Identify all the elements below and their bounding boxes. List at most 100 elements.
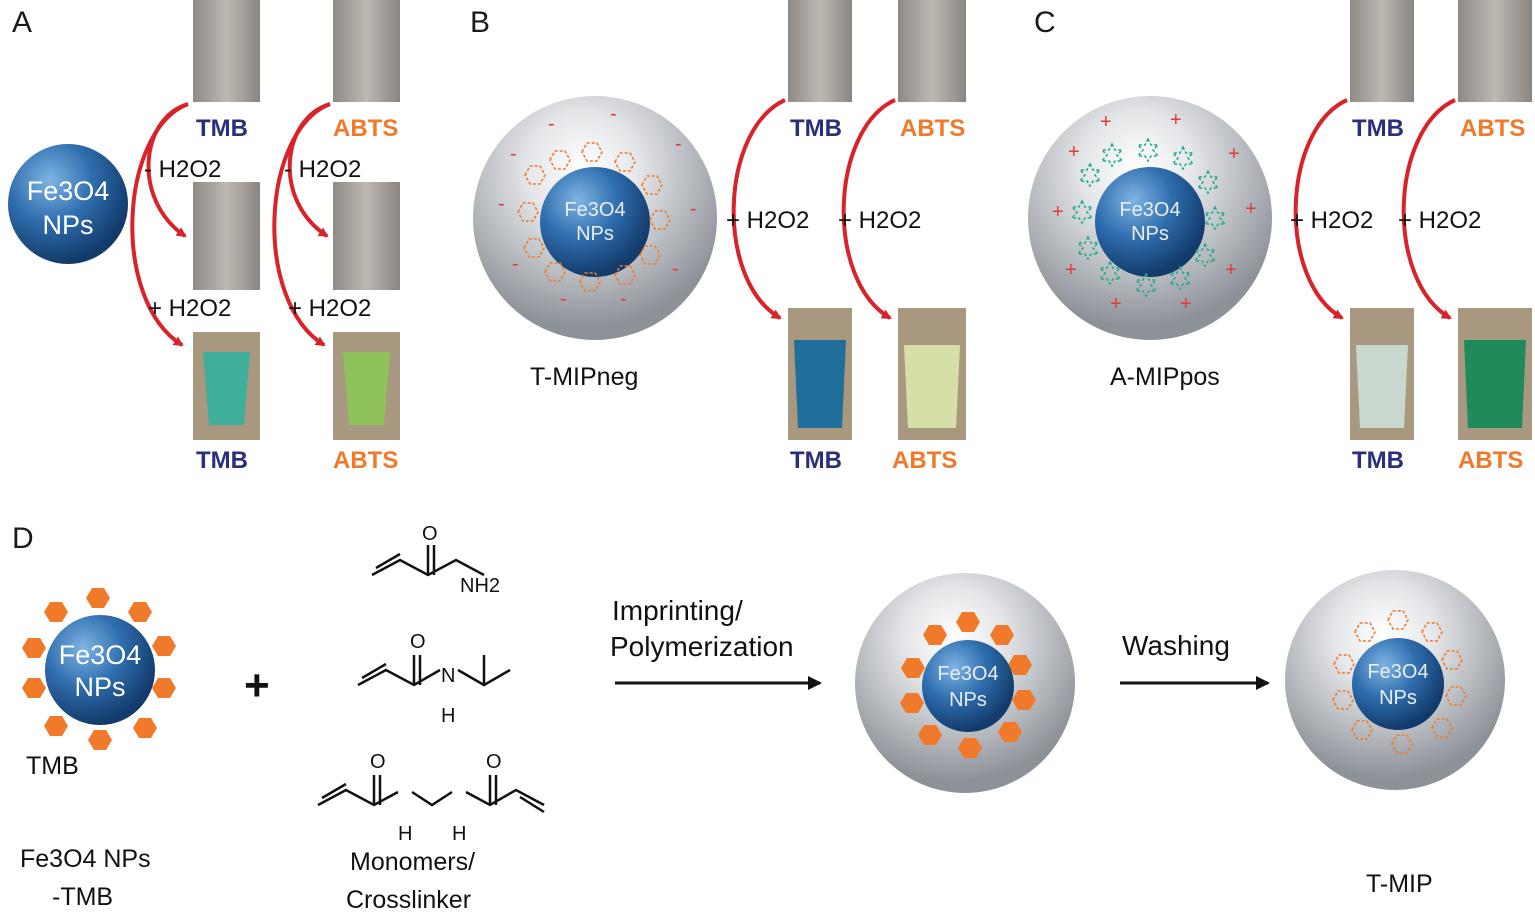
acrylamide-o: O xyxy=(422,523,438,545)
mba-structure xyxy=(317,775,545,814)
arrow-c-tmb xyxy=(1293,98,1348,320)
label-a-abts-top: ABTS xyxy=(333,115,398,142)
svg-text:+: + xyxy=(1225,259,1237,281)
svg-text:-: - xyxy=(672,258,679,280)
caption-t-mip-neg: T-MIPneg xyxy=(530,363,638,391)
nipam-n: N xyxy=(441,665,455,687)
vial-b-tmb-solution xyxy=(794,340,846,428)
t-mip-particle: Fe3O4 NPs xyxy=(1285,570,1505,790)
cond-c-tmb: + H2O2 xyxy=(1290,207,1373,234)
core-label-line1: Fe3O4 xyxy=(27,176,110,206)
core-label-c-line2: NPs xyxy=(1131,223,1169,245)
label-a-tmb-bottom: TMB xyxy=(196,447,248,474)
cond-a-abts-minus: - H2O2 xyxy=(284,156,361,183)
vial-a-abts-minus xyxy=(333,182,400,290)
svg-text:+: + xyxy=(1245,198,1257,220)
label-c-abts-bottom: ABTS xyxy=(1458,447,1523,474)
svg-text:-: - xyxy=(620,288,627,310)
svg-text:-: - xyxy=(510,143,517,165)
vial-b-abts-solution xyxy=(904,345,960,428)
label-c-tmb-bottom: TMB xyxy=(1352,447,1404,474)
svg-text:-: - xyxy=(512,253,519,275)
svg-text:+: + xyxy=(1052,201,1064,223)
svg-text:-: - xyxy=(690,198,697,220)
caption-a-mip-pos: A-MIPpos xyxy=(1110,363,1220,391)
core-label-b-line2: NPs xyxy=(576,223,614,245)
core-label-d1-line2: NPs xyxy=(74,672,125,702)
core-label-d3-line1: Fe3O4 xyxy=(1367,661,1428,683)
label-b-abts-top: ABTS xyxy=(900,115,965,142)
panel-c-label: C xyxy=(1034,6,1056,39)
label-b-tmb-bottom: TMB xyxy=(790,447,842,474)
vial-a-tmb-ref xyxy=(193,0,260,102)
fe3o4-tmb-complex: Fe3O4 NPs xyxy=(22,588,176,750)
arrow-b-tmb xyxy=(731,98,786,320)
svg-text:+: + xyxy=(1180,293,1192,315)
vial-a-tmb-solution xyxy=(203,352,250,425)
acrylamide-nh2: NH2 xyxy=(460,575,500,597)
nipam-h: H xyxy=(441,705,455,727)
cond-a-tmb-minus: - H2O2 xyxy=(144,156,221,183)
panel-b-label: B xyxy=(470,6,490,39)
step-washing: Washing xyxy=(1122,630,1230,661)
svg-text:+: + xyxy=(1228,143,1240,165)
caption-t-mip: T-MIP xyxy=(1366,870,1433,898)
cond-b-tmb: + H2O2 xyxy=(726,207,809,234)
core-label-b-line1: Fe3O4 xyxy=(564,199,625,221)
arrow-a-tmb-plus xyxy=(130,102,189,347)
fe3o4-np-a: Fe3O4 NPs xyxy=(8,144,128,264)
caption-monomers-line2: Crosslinker xyxy=(346,886,471,914)
arrow-c-abts xyxy=(1401,98,1456,320)
vial-c-abts-solution xyxy=(1464,340,1526,428)
cond-c-abts: + H2O2 xyxy=(1398,207,1481,234)
core-label-d2-line2: NPs xyxy=(949,689,987,711)
nipam-o: O xyxy=(410,631,426,653)
svg-text:+: + xyxy=(1065,259,1077,281)
a-mip-pos-particle: + + + + + + + + + + Fe3O4 NPs xyxy=(1028,96,1272,340)
svg-text:+: + xyxy=(1068,141,1080,163)
label-b-tmb-top: TMB xyxy=(790,115,842,142)
core-label-c-line1: Fe3O4 xyxy=(1119,199,1180,221)
svg-text:-: - xyxy=(548,113,555,135)
vial-b-tmb-ref xyxy=(788,0,852,102)
imprinted-particle: Fe3O4 NPs xyxy=(855,573,1075,793)
svg-text:-: - xyxy=(610,103,617,125)
panel-d-label: D xyxy=(12,522,34,555)
vial-a-abts-solution xyxy=(343,352,390,425)
mba-o2: O xyxy=(486,751,502,773)
vial-c-abts-ref xyxy=(1458,0,1532,102)
svg-text:-: - xyxy=(560,288,567,310)
svg-text:-: - xyxy=(675,133,682,155)
caption-monomers-line1: Monomers/ xyxy=(350,848,475,876)
vial-a-abts-ref xyxy=(333,0,400,102)
vial-c-tmb-ref xyxy=(1350,0,1414,102)
cond-a-tmb-plus: + H2O2 xyxy=(148,295,231,322)
plus-sign: + xyxy=(244,661,270,710)
svg-text:+: + xyxy=(1170,109,1182,131)
step-imprint-line1: Imprinting/ xyxy=(612,595,743,626)
caption-complex-line1: Fe3O4 NPs xyxy=(20,845,151,873)
caption-complex-line2: -TMB xyxy=(52,883,113,911)
vial-c-tmb-solution xyxy=(1356,345,1408,428)
svg-text:+: + xyxy=(1100,111,1112,133)
cond-b-abts: + H2O2 xyxy=(838,207,921,234)
label-a-tmb-top: TMB xyxy=(196,115,248,142)
svg-text:-: - xyxy=(498,193,505,215)
t-mip-neg-particle: - - - - - - - - - - Fe3O4 NPs xyxy=(473,96,717,340)
panel-a-label: A xyxy=(12,6,32,39)
arrow-b-abts xyxy=(841,98,896,320)
mba-h1: H xyxy=(398,823,412,845)
mba-h2: H xyxy=(452,823,466,845)
core-label-line2: NPs xyxy=(42,210,93,240)
core-label-d2-line1: Fe3O4 xyxy=(937,663,998,685)
nipam-structure xyxy=(357,655,511,687)
template-tmb-label: TMB xyxy=(26,752,79,780)
mba-o1: O xyxy=(370,751,386,773)
cond-a-abts-plus: + H2O2 xyxy=(288,295,371,322)
arrow-a-abts-plus xyxy=(272,102,331,347)
step-imprint-line2: Polymerization xyxy=(610,631,794,662)
svg-text:+: + xyxy=(1110,293,1122,315)
acrylamide-structure xyxy=(371,545,485,577)
core-label-d3-line2: NPs xyxy=(1379,687,1417,709)
